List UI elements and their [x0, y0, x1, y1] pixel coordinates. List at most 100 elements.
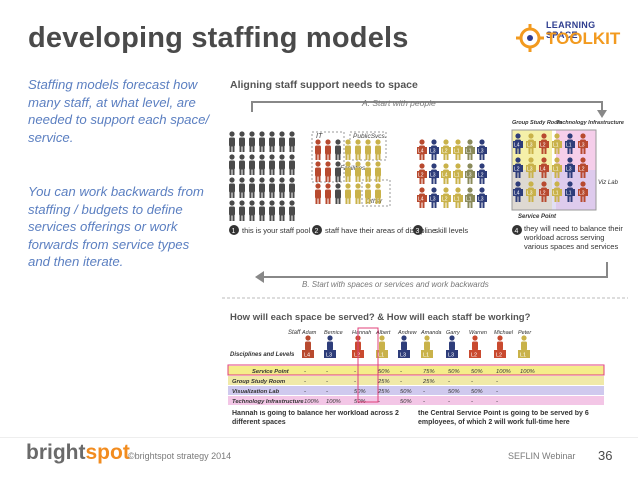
discipline-person-icon	[375, 161, 381, 182]
level-tag-text: L1	[553, 167, 559, 173]
page-number: 36	[598, 448, 613, 463]
level-tag	[417, 195, 427, 202]
level-badge-text: L1	[378, 353, 384, 359]
label-viz-lab: Viz Lab	[598, 180, 619, 186]
staff-pool-person-icon	[229, 154, 235, 175]
staff-name: Warren	[469, 330, 487, 336]
table-cell: 50%	[354, 389, 366, 395]
level-badge	[446, 350, 458, 358]
slide-title: developing staffing models	[28, 22, 409, 54]
discipline-person-icon	[315, 139, 321, 160]
discipline-person-icon	[375, 183, 381, 204]
toolkit-icon	[516, 24, 544, 52]
table-row	[228, 366, 604, 375]
level-tag-text: L2	[442, 197, 448, 203]
level-tag-text: L4	[418, 197, 424, 203]
svg-text:3: 3	[416, 228, 420, 235]
level-tag	[417, 147, 427, 154]
table-cell: -	[400, 369, 402, 375]
level-tag-text: L1	[566, 143, 572, 149]
level-tag	[513, 165, 523, 172]
table-cell: 100%	[304, 399, 319, 405]
level-badge-text: L2	[354, 353, 360, 359]
level-tag	[565, 141, 575, 148]
step-1: 1 this is your staff pool	[229, 225, 311, 235]
arrow-head-bottom	[255, 271, 264, 283]
table-cell: 100%	[496, 369, 511, 375]
discipline-person-icon	[325, 139, 331, 160]
staff-pool-person-icon	[279, 131, 285, 152]
discipline-person-icon	[355, 161, 361, 182]
level-tag-text: L3	[430, 173, 436, 179]
table-cell: -	[423, 389, 425, 395]
row-label: Technology Infrastructure	[232, 399, 304, 405]
staff-name: Hannah	[352, 330, 371, 336]
staff-pool-person-icon	[229, 200, 235, 221]
level-tag-text: L1	[466, 197, 472, 203]
staff-name: Bernice	[324, 330, 343, 336]
discipline-person-icon	[375, 139, 381, 160]
level-tag-text: L2	[418, 173, 424, 179]
arrow-bottom-label: B. Start with spaces or services and wor…	[302, 280, 489, 289]
staff-pool-person-icon	[289, 131, 295, 152]
table-cell: 50%	[400, 389, 412, 395]
level-tag	[477, 171, 487, 178]
table-row	[228, 376, 604, 385]
staff-pool-person-icon	[249, 131, 255, 152]
discipline-person-icon	[365, 183, 371, 204]
level-tag	[429, 147, 439, 154]
discipline-person-icon	[335, 183, 341, 204]
staff-header: Staff	[288, 330, 302, 336]
paragraph-forecast: Staffing models forecast how many staff,…	[28, 77, 210, 145]
level-tag	[513, 141, 523, 148]
table-cell: -	[354, 369, 356, 375]
figure1-heading: Aligning staff support needs to space	[230, 79, 418, 91]
level-tag	[578, 189, 588, 196]
table-cell: -	[471, 399, 473, 405]
table-cell: 25%	[422, 379, 435, 385]
discipline-person-icon	[355, 183, 361, 204]
level-badge	[518, 350, 530, 358]
staff-name: Adam	[301, 330, 317, 336]
table-cell: -	[423, 399, 425, 405]
staff-pool-person-icon	[239, 154, 245, 175]
level-tag	[465, 195, 475, 202]
level-tag	[578, 165, 588, 172]
discipline-person-icon	[325, 183, 331, 204]
staff-pool-people	[229, 131, 295, 221]
discipline-person-icon	[325, 161, 331, 182]
level-tag-text: L4	[514, 191, 520, 197]
table-cell: 50%	[378, 369, 390, 375]
staff-pool-person-icon	[269, 131, 275, 152]
level-tag	[453, 195, 463, 202]
space-panel-border	[511, 129, 597, 211]
table-cell: -	[378, 399, 380, 405]
label-tech-infra: Technology Infrastructure	[556, 120, 624, 126]
level-tag	[465, 171, 475, 178]
step-2: 2 staff have their areas of discipline	[312, 225, 436, 235]
level-badge-text: L1	[423, 353, 429, 359]
level-tag	[552, 165, 562, 172]
level-badge	[376, 350, 388, 358]
level-tag	[552, 189, 562, 196]
level-tag-text: L4	[540, 167, 546, 173]
staff-pool-person-icon	[289, 154, 295, 175]
table-cell: 50%	[448, 369, 460, 375]
level-badge-text: L3	[448, 353, 454, 359]
paragraph-work-backwards: You can work backwards from staffing / b…	[28, 184, 204, 269]
level-tag-text: L4	[418, 149, 424, 155]
staff-pool-person-icon	[259, 154, 265, 175]
staff-name: Michael	[494, 330, 514, 336]
level-tag	[539, 189, 549, 196]
brightspot-logo: brightspot	[26, 441, 130, 464]
discipline-person-icon	[315, 183, 321, 204]
copyright-text: ©brightspot strategy 2014	[128, 451, 232, 461]
level-tag	[441, 147, 451, 154]
table-cell: 50%	[400, 399, 412, 405]
step-3: 3 ... skill levels	[413, 225, 468, 235]
arrow-head-top	[597, 110, 607, 118]
staffing-table: AdamL4BerniceL3HannahL2AlbertL1AndrewL3A…	[228, 330, 604, 405]
level-tag-text: L3	[527, 143, 533, 149]
level-tag	[526, 165, 536, 172]
staff-name: Albert	[375, 330, 391, 336]
